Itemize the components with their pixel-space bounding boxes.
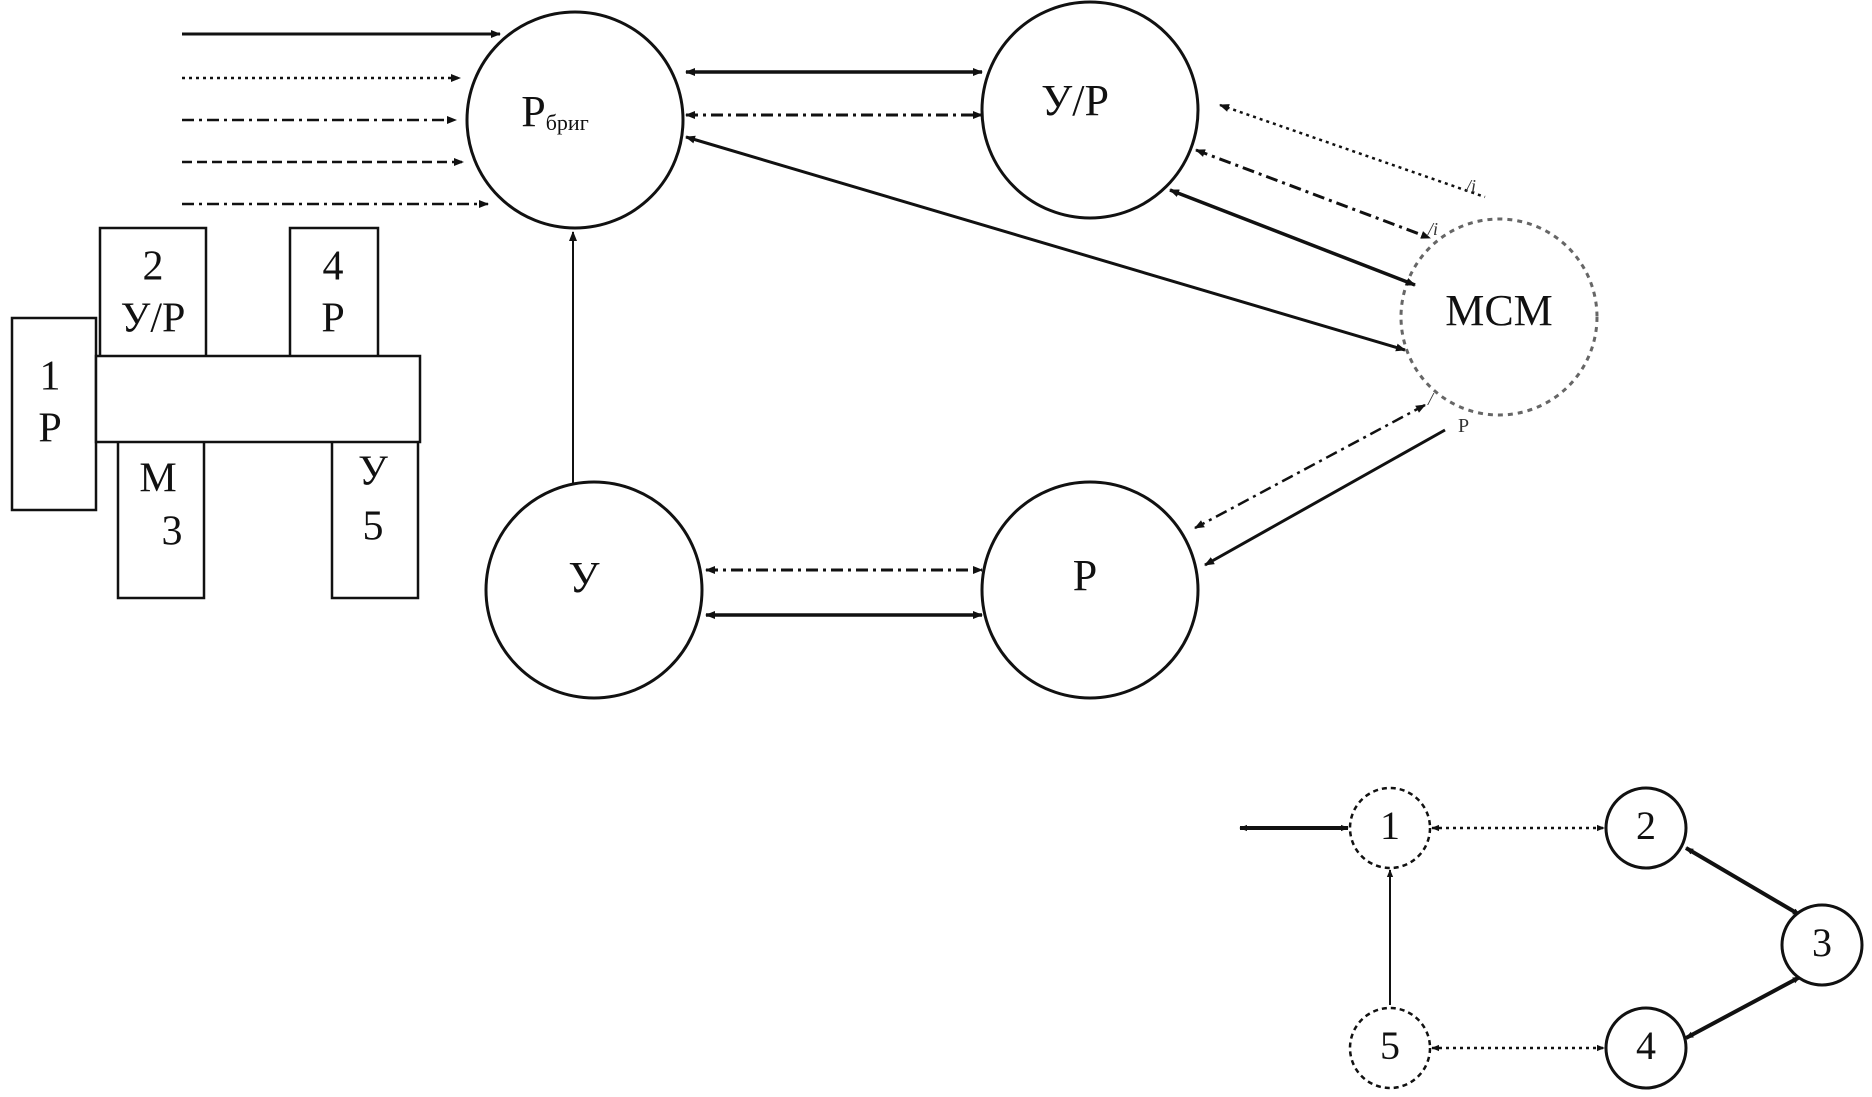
small-node-2	[1604, 786, 1688, 870]
small-graph-labels: 1 2 3 4 5	[1380, 803, 1832, 1068]
msm-mark-4: P	[1458, 415, 1469, 437]
block-3-number: 3	[162, 509, 183, 555]
edge-up-msm-dotted	[1219, 103, 1486, 199]
block-1-letter: Р	[38, 406, 61, 452]
small-node-4-label: 4	[1636, 1023, 1656, 1068]
small-node-1	[1348, 786, 1432, 870]
msm-edge-marks: /i /i / P	[1427, 176, 1476, 437]
layout-sketch	[10, 226, 422, 600]
small-node-5	[1348, 1006, 1432, 1090]
label-p-brig-main: P	[521, 87, 545, 136]
small-node-3-label: 3	[1812, 920, 1832, 965]
small-node-1-label: 1	[1380, 803, 1400, 848]
main-graph-nodes	[465, 0, 1599, 700]
label-p-brig: Pбриг	[521, 87, 588, 136]
node-p-brig	[465, 10, 685, 230]
node-p	[980, 480, 1200, 700]
label-p-brig-sub: бриг	[546, 110, 589, 135]
small-edge-3-4	[1685, 975, 1801, 1040]
layout-sketch-labels: 1 Р 2 У/Р 4 Р М 3 У 5	[38, 244, 388, 555]
node-u	[484, 480, 704, 700]
edge-msm-p-solid	[1204, 428, 1446, 567]
block-5-letter: У	[358, 449, 388, 495]
msm-mark-3: /	[1427, 389, 1435, 409]
msm-mark-1: /i	[1465, 176, 1476, 196]
small-edge-2-3	[1684, 846, 1802, 917]
block-4-number: 4	[323, 244, 344, 290]
block-1	[10, 316, 98, 512]
label-p: Р	[1073, 551, 1097, 600]
block-2	[98, 226, 208, 360]
incoming-arrows	[182, 30, 501, 208]
edge-msm-p-dashdot	[1194, 403, 1426, 530]
block-1-number: 1	[40, 354, 61, 400]
small-node-5-label: 5	[1380, 1023, 1400, 1068]
main-graph-edges	[569, 68, 1486, 619]
small-node-2-label: 2	[1636, 803, 1656, 848]
edge-up-msm-dashdot	[1195, 148, 1431, 240]
msm-mark-2: /i	[1427, 219, 1438, 239]
block-4-letter: Р	[321, 296, 344, 342]
main-graph-labels: Pбриг У/Р МСМ У Р	[521, 76, 1553, 602]
block-3-letter: М	[139, 456, 176, 502]
small-node-4	[1604, 1006, 1688, 1090]
conveyor-bar	[94, 354, 422, 444]
block-4	[288, 226, 380, 360]
block-5-number: 5	[363, 504, 384, 550]
small-node-3	[1780, 903, 1864, 987]
edge-pbrig-msm	[685, 135, 1406, 352]
small-graph-edges	[1239, 824, 1802, 1052]
block-2-letter: У/Р	[121, 296, 186, 342]
small-graph-nodes	[1348, 786, 1864, 1090]
block-2-number: 2	[143, 244, 164, 290]
block-3	[116, 438, 206, 600]
node-msm	[1399, 217, 1599, 417]
label-u: У	[568, 553, 600, 602]
label-u-p: У/Р	[1041, 76, 1109, 125]
block-5	[330, 438, 420, 600]
edge-up-msm-solid	[1169, 188, 1416, 287]
label-msm: МСМ	[1445, 286, 1553, 335]
